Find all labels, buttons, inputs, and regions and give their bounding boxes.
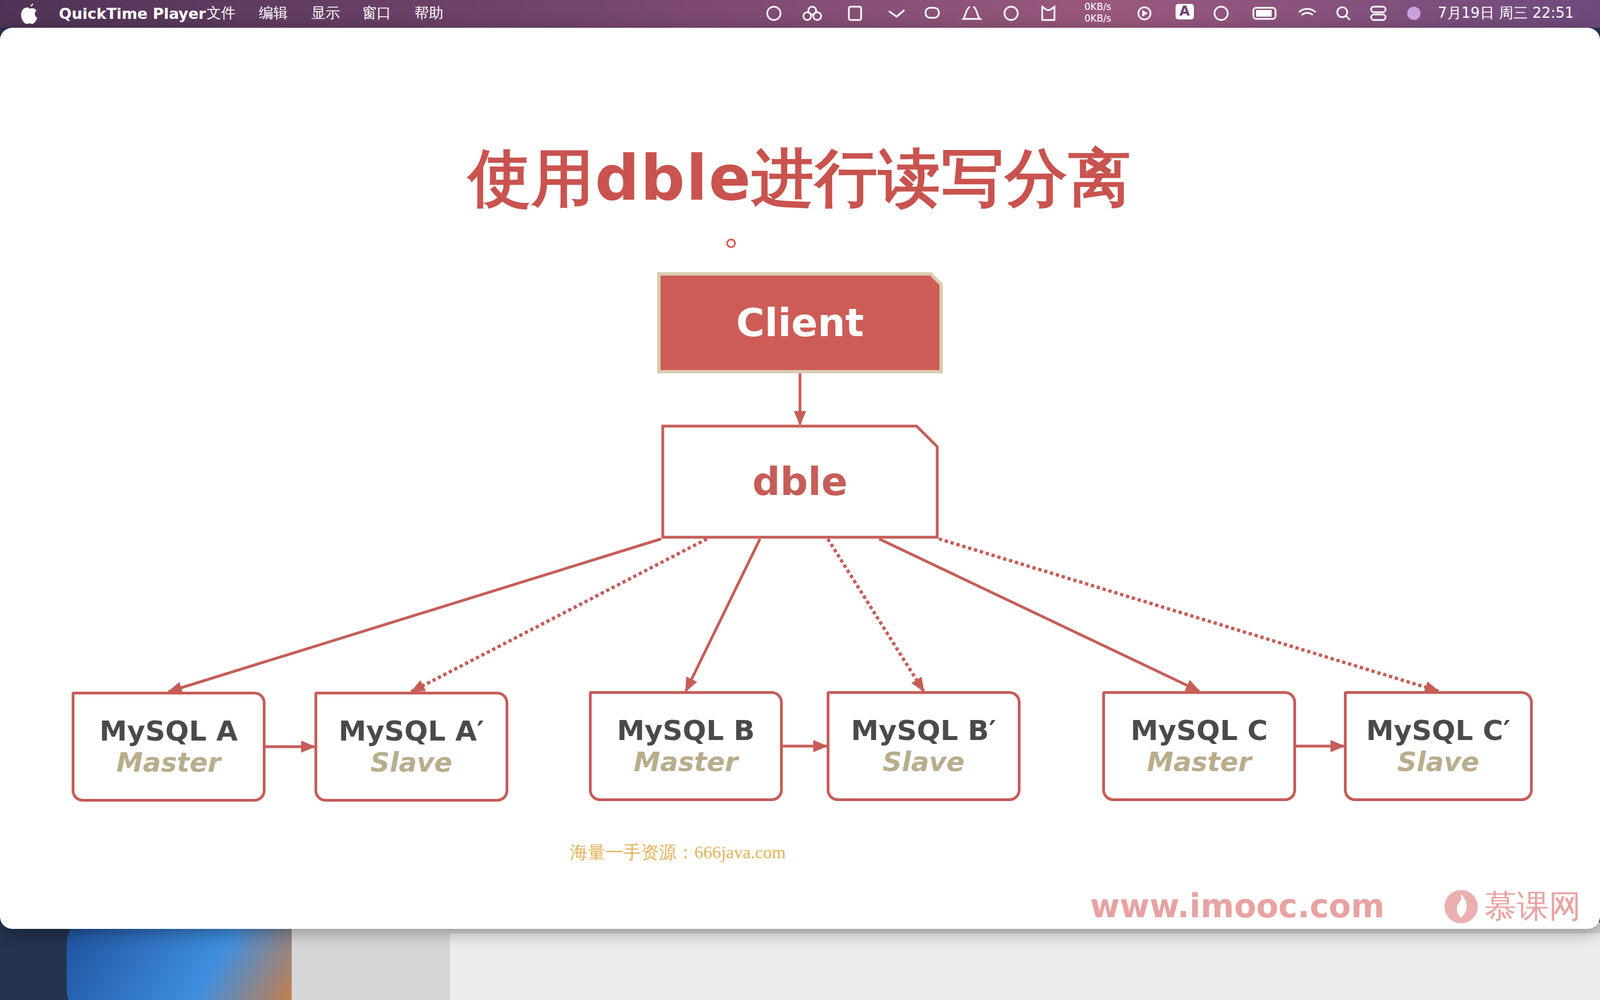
watermark: 海量一手资源：666java.com	[570, 842, 786, 863]
write-connector	[798, 373, 802, 425]
write-connector	[1296, 745, 1344, 748]
app-name: QuickTime Player	[58, 5, 207, 23]
menu-item: 显示	[311, 5, 340, 22]
net-speed: 0KB/s	[1084, 13, 1112, 25]
status-icons	[767, 6, 1386, 20]
menu-item: 编辑	[258, 5, 288, 22]
database-box: MySQL A′Slave	[314, 691, 509, 802]
node-title: MySQL B	[616, 715, 755, 748]
database-box: MySQL AMaster	[71, 691, 266, 802]
write-connector	[879, 538, 1200, 692]
write-connector	[265, 745, 315, 749]
database-box: MySQL C′Slave	[1343, 691, 1533, 802]
dble-shape	[662, 426, 938, 538]
write-connector	[782, 745, 827, 748]
client-shape	[658, 273, 942, 372]
imooc-flame	[1456, 894, 1467, 918]
siri-icon	[1407, 6, 1421, 20]
node-title: MySQL A	[99, 715, 238, 748]
database-box: MySQL CMaster	[1102, 691, 1297, 802]
client-box: Client	[657, 272, 943, 374]
node-title: dble	[752, 458, 848, 505]
node-title: MySQL C	[1130, 715, 1268, 748]
input-method: A	[1175, 3, 1194, 20]
write-connector	[686, 538, 761, 692]
read-connector	[411, 538, 708, 692]
middleware-box: dble	[661, 424, 939, 539]
database-box: MySQL BMaster	[588, 691, 783, 802]
node-title: MySQL B′	[851, 715, 997, 748]
node-title: Client	[736, 300, 864, 346]
play-icon	[1142, 10, 1148, 17]
imooc-logo	[1444, 890, 1478, 924]
read-connector	[827, 538, 924, 692]
brand-watermark: 慕课网	[1484, 887, 1582, 925]
node-role: Master	[116, 747, 222, 778]
battery-level	[1256, 10, 1272, 17]
pointer-dot	[727, 239, 735, 248]
read-connector	[938, 538, 1439, 692]
node-role: Slave	[1397, 746, 1479, 778]
node-role: Slave	[882, 746, 965, 778]
node-title: MySQL A′	[338, 715, 484, 748]
net-speed: 0KB/s	[1084, 1, 1112, 13]
slide-title: 使用dble进行读写分离	[0, 136, 1600, 221]
menu-item: 文件	[206, 5, 236, 22]
menu-item: 帮助	[414, 5, 444, 22]
database-box: MySQL B′Slave	[826, 691, 1021, 802]
site-watermark: www.imooc.com	[1090, 887, 1385, 925]
menu-item: 窗口	[362, 5, 392, 22]
node-role: Slave	[370, 747, 453, 778]
menu-bar	[0, 0, 1600, 28]
clock: 7月19日 周三 22:51	[1437, 5, 1574, 22]
apple-logo	[21, 3, 38, 24]
node-title: MySQL C′	[1366, 715, 1511, 748]
write-connector	[168, 538, 662, 692]
node-role: Master	[633, 746, 739, 778]
node-role: Master	[1147, 746, 1252, 778]
background-window-pane	[450, 933, 1600, 1000]
